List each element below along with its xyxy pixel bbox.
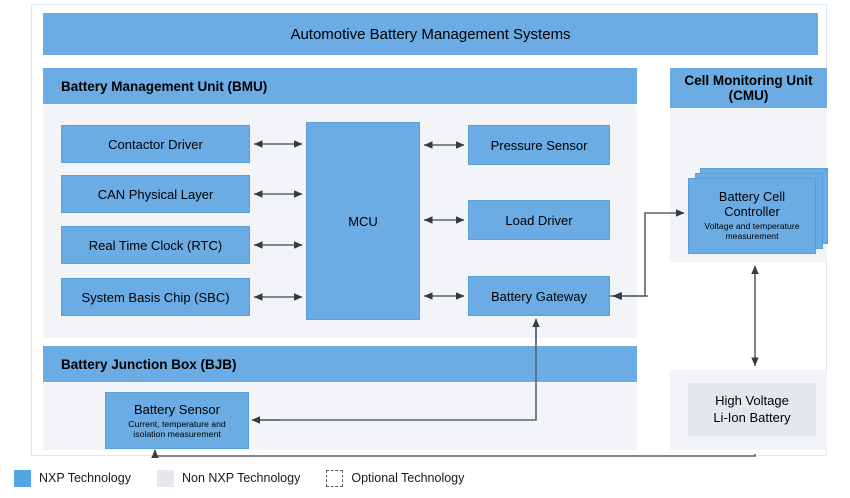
block-contactor-driver[interactable]: Contactor Driver <box>61 125 250 163</box>
block-battery-cell-controller-subtitle-line2: measurement <box>725 231 779 242</box>
block-pressure-sensor[interactable]: Pressure Sensor <box>468 125 610 165</box>
block-can-physical-layer-label: CAN Physical Layer <box>97 186 214 202</box>
panel-cmu-header: Cell Monitoring Unit (CMU) <box>670 68 827 108</box>
block-can-physical-layer[interactable]: CAN Physical Layer <box>61 175 250 213</box>
block-real-time-clock[interactable]: Real Time Clock (RTC) <box>61 226 250 264</box>
block-battery-sensor-subtitle-line2: isolation measurement <box>133 429 221 439</box>
block-battery-cell-controller[interactable]: Battery Cell Controller Voltage and temp… <box>688 178 816 254</box>
block-real-time-clock-label: Real Time Clock (RTC) <box>88 237 223 253</box>
block-battery-cell-controller-title-line1: Battery Cell <box>718 189 786 205</box>
block-battery-sensor-subtitle-line1: Current, temperature and <box>128 418 226 429</box>
legend-swatch-non-nxp-icon <box>156 469 174 487</box>
block-battery-cell-controller-title-line2: Controller <box>724 203 780 219</box>
legend-swatch-optional-icon <box>326 469 344 487</box>
panel-bjb-header: Battery Junction Box (BJB) <box>43 346 637 382</box>
block-battery-gateway[interactable]: Battery Gateway <box>468 276 610 316</box>
block-high-voltage-battery-line2: Li-Ion Battery <box>713 409 791 425</box>
block-contactor-driver-label: Contactor Driver <box>108 136 203 152</box>
legend-item-nxp-technology: NXP Technology <box>14 469 131 487</box>
block-battery-gateway-label: Battery Gateway <box>490 288 588 304</box>
block-high-voltage-battery-line1: High Voltage <box>715 393 789 409</box>
block-load-driver[interactable]: Load Driver <box>468 200 610 240</box>
panel-bmu-header: Battery Management Unit (BMU) <box>43 68 637 104</box>
block-mcu[interactable]: MCU <box>306 122 420 320</box>
block-high-voltage-battery[interactable]: High Voltage Li-Ion Battery <box>688 383 816 436</box>
block-battery-sensor[interactable]: Battery Sensor Current, temperature and … <box>105 392 249 449</box>
legend-item-optional-technology: Optional Technology <box>326 469 465 487</box>
block-system-basis-chip-label: System Basis Chip (SBC) <box>81 289 230 305</box>
diagram-title: Automotive Battery Management Systems <box>43 13 818 55</box>
legend-label-nxp-technology: NXP Technology <box>39 471 131 485</box>
block-battery-sensor-label: Battery Sensor <box>134 401 220 417</box>
panel-cmu-header-line1: Cell Monitoring Unit <box>684 72 813 88</box>
block-pressure-sensor-label: Pressure Sensor <box>490 137 588 153</box>
block-system-basis-chip[interactable]: System Basis Chip (SBC) <box>61 278 250 316</box>
legend-swatch-nxp-icon <box>14 469 31 487</box>
legend-item-non-nxp-technology: Non NXP Technology <box>156 469 301 487</box>
legend-label-optional-technology: Optional Technology <box>351 471 465 485</box>
panel-cmu-header-line2: (CMU) <box>728 88 769 103</box>
block-load-driver-label: Load Driver <box>505 212 573 228</box>
block-battery-cell-controller-subtitle-line1: Voltage and temperature <box>704 221 800 232</box>
legend: NXP Technology Non NXP Technology Option… <box>14 466 490 490</box>
legend-label-non-nxp-technology: Non NXP Technology <box>181 471 301 485</box>
block-mcu-label: MCU <box>348 213 378 229</box>
